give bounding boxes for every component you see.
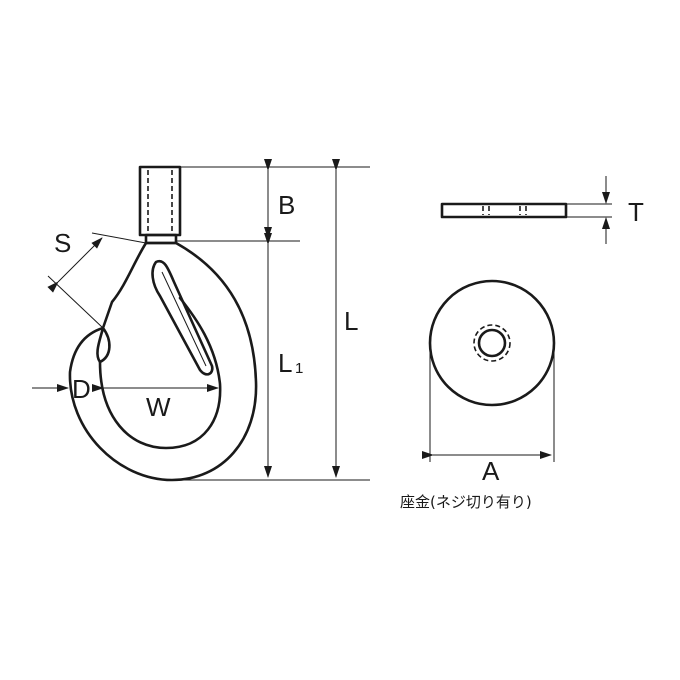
- hook-outline: [68, 241, 258, 482]
- label-S: S: [54, 228, 71, 258]
- washer-side-view: T: [440, 176, 644, 244]
- label-B: B: [278, 190, 295, 220]
- label-T: T: [628, 197, 644, 227]
- washer-hole: [477, 328, 507, 358]
- washer-thread: [473, 324, 511, 362]
- washer-caption: 座金(ネジ切り有り): [400, 493, 532, 511]
- hook-latch: [151, 259, 214, 376]
- label-L: L: [344, 306, 358, 336]
- hook-throat: [98, 296, 222, 450]
- hook-body: [68, 165, 258, 482]
- label-L1-sub: 1: [295, 360, 303, 377]
- washer-side-body: [440, 202, 568, 219]
- dim-S: [47, 237, 103, 293]
- washer-front-view: A 座金(ネジ切り有り): [400, 279, 556, 511]
- latch-line: [161, 271, 207, 367]
- label-D: D: [72, 374, 91, 404]
- washer-outer: [428, 279, 556, 407]
- label-W: W: [146, 392, 171, 422]
- hook-shank: [138, 165, 182, 237]
- hook-dimensions: B L 1 L S D W: [32, 159, 370, 481]
- label-A: A: [482, 456, 500, 486]
- label-L1: L: [278, 348, 292, 378]
- hook-tip: [96, 326, 111, 364]
